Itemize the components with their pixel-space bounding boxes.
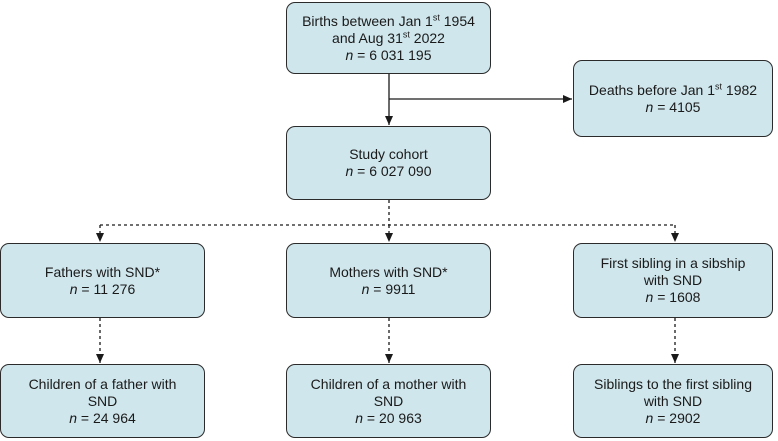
first-sibling-n-var: n: [645, 289, 654, 305]
deaths-n-value: = 4105: [653, 98, 701, 115]
first-sibling-box: First sibling in a sibship with SND n = …: [573, 243, 773, 318]
children-father-count: n = 24 964: [69, 410, 136, 427]
deaths-line-1: Deaths before Jan 1st 1982: [588, 80, 758, 99]
mothers-count: n = 9911: [362, 281, 416, 298]
mothers-n-value: = 9911: [369, 280, 416, 297]
cohort-n-value: = 6 027 090: [353, 163, 432, 179]
deaths-n-var: n: [645, 98, 654, 115]
births-line-1-sup: st: [432, 11, 440, 22]
births-line-2-text: and Aug 31: [332, 29, 403, 46]
mothers-title: Mothers with SND*: [329, 263, 448, 280]
mothers-n-var: n: [361, 280, 370, 297]
births-n-value: = 6 031 195: [353, 46, 432, 63]
siblings-box: Siblings to the first sibling with SND n…: [573, 364, 773, 438]
children-father-title-1: Children of a father with: [28, 375, 177, 392]
children-father-title-2: SND: [87, 392, 118, 409]
children-father-box: Children of a father with SND n = 24 964: [0, 364, 205, 438]
deaths-line-1-tail: 1982: [722, 81, 758, 98]
births-line-2: and Aug 31st 2022: [332, 28, 445, 47]
births-line-2-tail: 2022: [409, 29, 445, 46]
children-father-n-value: = 24 964: [77, 409, 136, 426]
siblings-n-var: n: [645, 409, 654, 426]
births-line-1: Births between Jan 1st 1954: [302, 11, 475, 30]
first-sibling-title-1: First sibling in a sibship: [600, 255, 746, 271]
cohort-count: n = 6 027 090: [345, 163, 431, 180]
births-line-1-text: Births between Jan 1: [302, 12, 433, 29]
fathers-count: n = 11 276: [70, 281, 136, 298]
births-line-2-sup: st: [402, 28, 410, 39]
births-count: n = 6 031 195: [345, 47, 431, 64]
deaths-box: Deaths before Jan 1st 1982 n = 4105: [573, 60, 773, 137]
children-father-n-var: n: [69, 409, 77, 426]
first-sibling-title-2: with SND: [643, 272, 703, 288]
fathers-n-var: n: [69, 280, 78, 297]
births-n-var: n: [345, 46, 354, 63]
deaths-count: n = 4105: [646, 99, 701, 116]
siblings-title-2: with SND: [643, 392, 703, 409]
cohort-title: Study cohort: [349, 146, 428, 162]
cohort-box: Study cohort n = 6 027 090: [286, 126, 491, 200]
siblings-n-value: = 2902: [653, 409, 701, 426]
fathers-title: Fathers with SND*: [44, 263, 161, 280]
children-mother-title-1: Children of a mother with: [310, 375, 467, 392]
mothers-box: Mothers with SND* n = 9911: [286, 243, 491, 318]
children-mother-n-value: = 20 963: [363, 409, 422, 426]
children-mother-title-2: SND: [373, 392, 404, 409]
fathers-n-value: = 11 276: [77, 280, 136, 297]
children-mother-box: Children of a mother with SND n = 20 963: [286, 364, 491, 438]
deaths-line-1-text: Deaths before Jan 1: [588, 81, 716, 98]
first-sibling-n-value: = 1608: [653, 289, 701, 305]
children-mother-count: n = 20 963: [355, 410, 422, 427]
deaths-line-1-sup: st: [715, 80, 723, 91]
cohort-n-var: n: [345, 163, 354, 179]
births-line-1-tail: 1954: [439, 12, 475, 29]
fathers-box: Fathers with SND* n = 11 276: [0, 243, 205, 318]
births-box: Births between Jan 1st 1954 and Aug 31st…: [286, 2, 491, 74]
children-mother-n-var: n: [355, 409, 363, 426]
siblings-count: n = 2902: [646, 410, 701, 427]
siblings-title-1: Siblings to the first sibling: [594, 375, 752, 392]
first-sibling-count: n = 1608: [646, 289, 701, 306]
